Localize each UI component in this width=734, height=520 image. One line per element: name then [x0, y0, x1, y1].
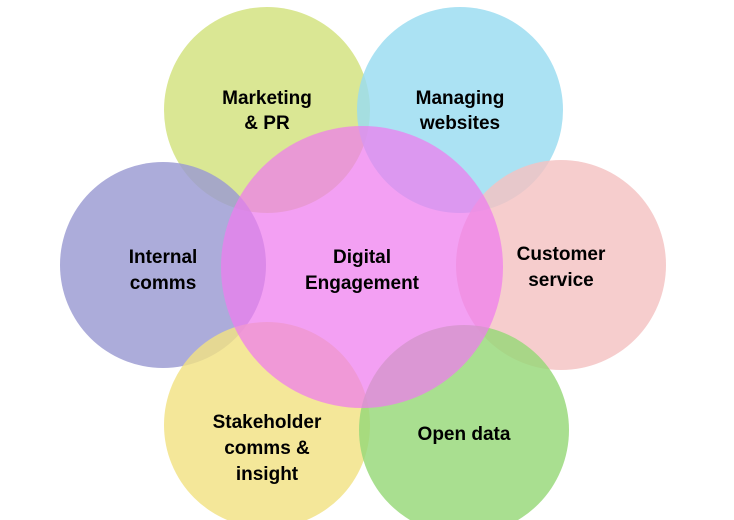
label-customer: Customer service [517, 244, 606, 291]
label-digital-engagement-line: Digital [333, 247, 391, 268]
label-marketing: Marketing & PR [222, 88, 312, 134]
label-opendata-line: Open data [418, 424, 511, 445]
circle-digital-engagement [221, 126, 503, 408]
label-customer-line: Customer [517, 244, 606, 265]
label-internal-line: comms [130, 273, 197, 294]
label-internal: Internal comms [129, 247, 198, 294]
label-digital-engagement-line: Engagement [305, 273, 420, 294]
circle-internal [60, 162, 266, 368]
label-internal-line: Internal [129, 247, 198, 268]
label-stakeholder-line: insight [236, 464, 299, 485]
label-stakeholder-line: comms & [224, 438, 310, 459]
label-marketing-line: & PR [244, 113, 290, 134]
label-opendata: Open data [418, 424, 511, 445]
label-stakeholder: Stakeholder comms & insight [213, 412, 322, 485]
label-websites-line: websites [419, 113, 500, 134]
label-websites-line: Managing [416, 88, 505, 109]
label-websites: Managing websites [416, 88, 505, 134]
circle-customer [456, 160, 666, 370]
label-stakeholder-line: Stakeholder [213, 412, 322, 433]
label-marketing-line: Marketing [222, 88, 312, 109]
label-customer-line: service [528, 270, 594, 291]
